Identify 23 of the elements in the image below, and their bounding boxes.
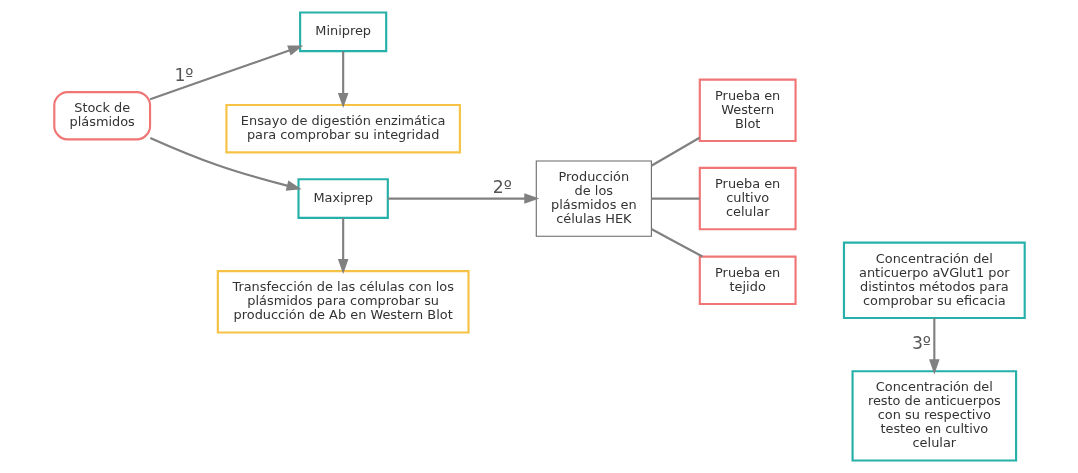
arrow <box>337 51 348 109</box>
arrow <box>928 318 940 375</box>
connector <box>650 228 703 258</box>
edge-label: 3º <box>911 332 931 353</box>
connector <box>650 136 700 167</box>
node-box: Prueba en Western Blot <box>698 78 797 143</box>
node-box: Concentración del anticuerpo aVGlut1 por distintos métodos para comprobar su eficacia <box>842 241 1026 320</box>
edge-label: 1º <box>173 65 193 86</box>
node-box: Concentración del resto de anticuerpos con su respectivo testeo en cultivo celular <box>851 370 1017 462</box>
node-box: Transfección de las células con los plásmidos para comprobar su producción de Ab en Western Blot <box>216 270 470 334</box>
arrow <box>149 136 302 191</box>
arrow <box>387 193 539 204</box>
node-box: Maxiprep <box>296 178 389 219</box>
arrow <box>149 45 303 101</box>
node-box: Ensayo de digestión enzimática para comprobar su integridad <box>224 103 461 154</box>
node-box: Producción de los plásmidos en células HEK <box>535 160 652 237</box>
node-box: Miniprep <box>298 11 387 53</box>
node-box: Prueba en cultivo celular <box>698 166 797 231</box>
node-box: Prueba en tejido <box>698 255 797 306</box>
node-box: Stock de plásmidos <box>52 91 151 141</box>
connector <box>650 197 699 200</box>
arrow <box>337 218 348 275</box>
edge-label: 2º <box>492 176 512 197</box>
